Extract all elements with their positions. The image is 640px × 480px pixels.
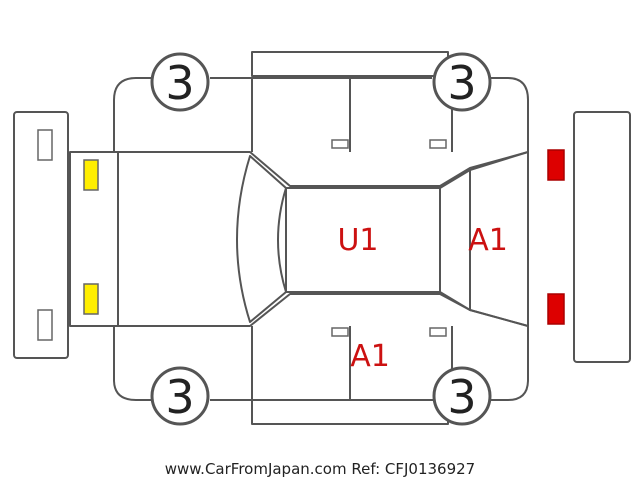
damage-mark-roof: U1: [337, 223, 378, 258]
tire-grade-top-left: 3: [165, 56, 194, 110]
bottom-front-handle: [429, 327, 447, 337]
top-side-panel: [113, 77, 529, 156]
tire-bottom-right: [432, 366, 492, 426]
top-sill: [251, 51, 449, 77]
tire-grade-top-right: 3: [447, 56, 476, 110]
tire-grade-bottom-right: 3: [447, 370, 476, 424]
windshield: [439, 169, 471, 311]
top-rear-handle: [331, 139, 349, 149]
tire-top-right: [432, 52, 492, 112]
front-light-bottom: [547, 293, 565, 325]
tire-bottom-left: [150, 366, 210, 426]
front-bumper: [573, 111, 631, 363]
hood: [469, 151, 529, 327]
top-front-handle: [429, 139, 447, 149]
front-light-top: [547, 149, 565, 181]
bottom-sill: [251, 399, 449, 425]
damage-mark-lower-door: A1: [350, 339, 390, 374]
rear-bumper-notch-top: [37, 129, 53, 161]
bottom-rear-handle: [331, 327, 349, 337]
rear-light-top: [83, 159, 99, 191]
rear-light-bottom: [83, 283, 99, 315]
tire-grade-bottom-left: 3: [165, 370, 194, 424]
watermark-text: www.CarFromJapan.com Ref: CFJ0136927: [165, 460, 475, 478]
rear-bumper: [13, 111, 69, 359]
tire-top-left: [150, 52, 210, 112]
rear-bumper-notch-bottom: [37, 309, 53, 341]
rear-window: [236, 155, 287, 323]
body-top-view: [69, 151, 529, 327]
damage-mark-windshield: A1: [468, 223, 508, 258]
